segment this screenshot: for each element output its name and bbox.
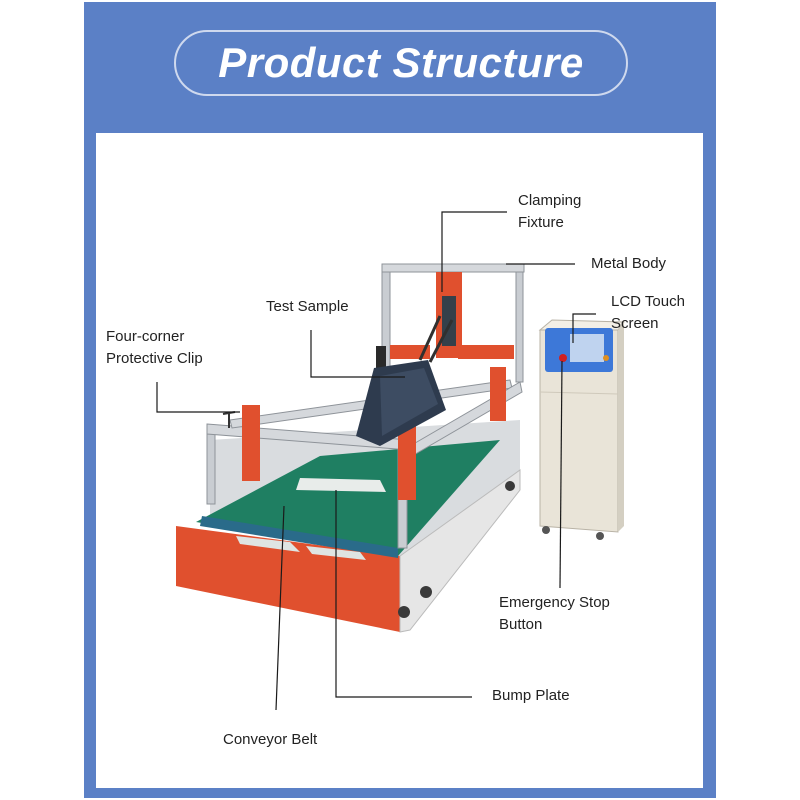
metal-body-frame — [376, 263, 525, 383]
leader-clamping-fixture — [441, 211, 507, 292]
leader-emergency-stop — [559, 360, 563, 589]
label-metal-body: Metal Body — [591, 255, 667, 272]
label-bump-plate: Bump Plate — [492, 687, 570, 704]
label-emergency-stop-1: Emergency Stop — [499, 594, 610, 611]
label-four-corner-2: Protective Clip — [106, 350, 203, 367]
conveyor-belt — [196, 440, 500, 560]
lcd-display — [570, 334, 604, 362]
four-corner-protective-clip — [242, 405, 260, 481]
indicator-light — [603, 355, 609, 361]
label-clamping-fixture-2: Fixture — [518, 214, 564, 231]
label-lcd-touch-2: Screen — [611, 315, 659, 332]
label-four-corner-1: Four-corner — [106, 328, 185, 345]
leader-four-corner-clip — [156, 382, 240, 413]
label-lcd-touch-1: LCD Touch — [611, 293, 685, 310]
leader-lines — [156, 211, 596, 711]
emergency-stop-button[interactable] — [559, 354, 567, 362]
leader-bump-plate — [335, 490, 472, 698]
bump-plate — [296, 478, 386, 492]
leader-test-sample — [310, 330, 405, 378]
label-test-sample: Test Sample — [266, 298, 349, 315]
title-banner: Product Structure — [174, 30, 628, 96]
control-cabinet — [538, 319, 625, 540]
leader-lcd-touch-screen — [572, 313, 596, 343]
label-clamping-fixture-1: Clamping — [518, 192, 582, 209]
test-sample-suitcase — [356, 315, 454, 446]
leader-conveyor-belt — [275, 505, 285, 711]
label-conveyor-belt: Conveyor Belt — [223, 731, 318, 748]
page-title: Product Structure — [218, 39, 584, 86]
label-emergency-stop-2: Button — [499, 616, 543, 633]
